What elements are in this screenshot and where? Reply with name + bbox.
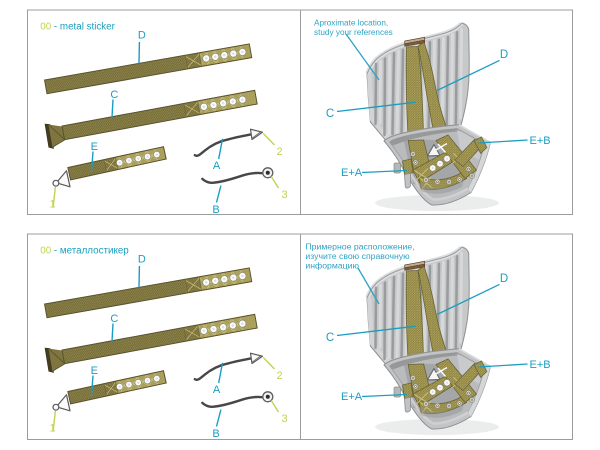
- svg-text:study your references: study your references: [314, 28, 393, 37]
- svg-text:00 - металлостикер: 00 - металлостикер: [40, 246, 129, 257]
- svg-text:информацию: информацию: [305, 260, 359, 270]
- svg-text:Примерное расположение,: Примерное расположение,: [305, 242, 414, 252]
- svg-text:Aproximate location,: Aproximate location,: [314, 19, 388, 28]
- svg-text:00 - metal sticker: 00 - metal sticker: [40, 22, 115, 33]
- svg-text:изучите свою справочную: изучите свою справочную: [305, 251, 410, 261]
